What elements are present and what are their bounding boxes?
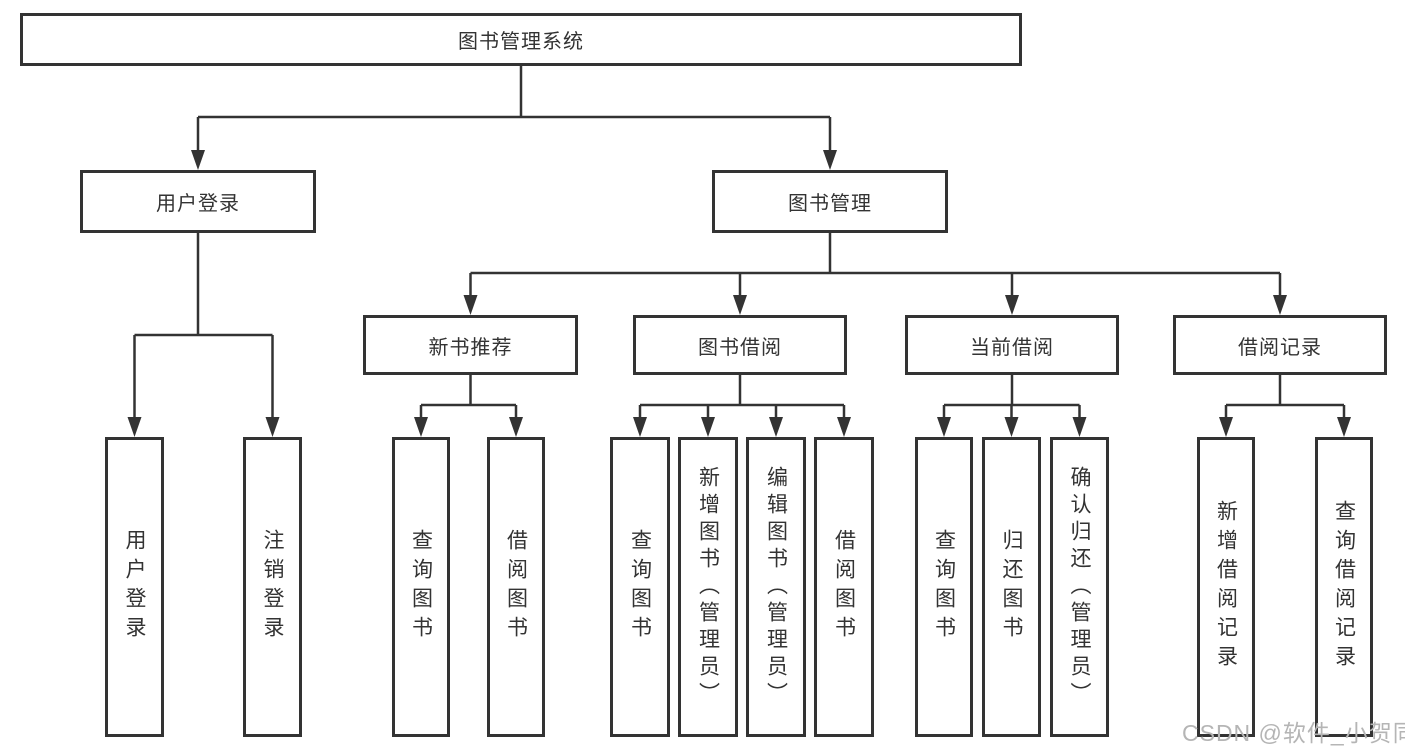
leaf-newbook-query-books: 查询图书 — [392, 437, 450, 737]
node-book-borrowing: 图书借阅 — [633, 315, 847, 375]
leaf-borrow-query-books: 查询图书 — [610, 437, 670, 737]
csdn-watermark: CSDN @软件_小贺同学 — [1182, 720, 1405, 746]
leaf-current-return-books: 归还图书 — [982, 437, 1041, 737]
leaf-user-login: 用户登录 — [105, 437, 164, 737]
leaf-records-query-record: 查询借阅记录 — [1315, 437, 1373, 737]
arrowheads — [127, 150, 1351, 437]
node-user-login: 用户登录 — [80, 170, 316, 233]
leaf-records-add-record: 新增借阅记录 — [1197, 437, 1255, 737]
leaf-current-confirm-return-admin: 确认归还（管理员） — [1050, 437, 1109, 737]
node-current-borrowing: 当前借阅 — [905, 315, 1119, 375]
leaf-newbook-borrow-books: 借阅图书 — [487, 437, 545, 737]
leaf-borrow-add-books-admin: 新增图书（管理员） — [678, 437, 738, 737]
leaf-borrow-borrow-books: 借阅图书 — [814, 437, 874, 737]
node-borrowing-records: 借阅记录 — [1173, 315, 1387, 375]
leaf-borrow-edit-books-admin: 编辑图书（管理员） — [746, 437, 806, 737]
node-new-book-recommend: 新书推荐 — [363, 315, 578, 375]
connector-path — [133, 66, 1346, 419]
leaf-current-query-books: 查询图书 — [915, 437, 973, 737]
node-book-management: 图书管理 — [712, 170, 948, 233]
leaf-logout: 注销登录 — [243, 437, 302, 737]
node-root-system: 图书管理系统 — [20, 13, 1022, 66]
